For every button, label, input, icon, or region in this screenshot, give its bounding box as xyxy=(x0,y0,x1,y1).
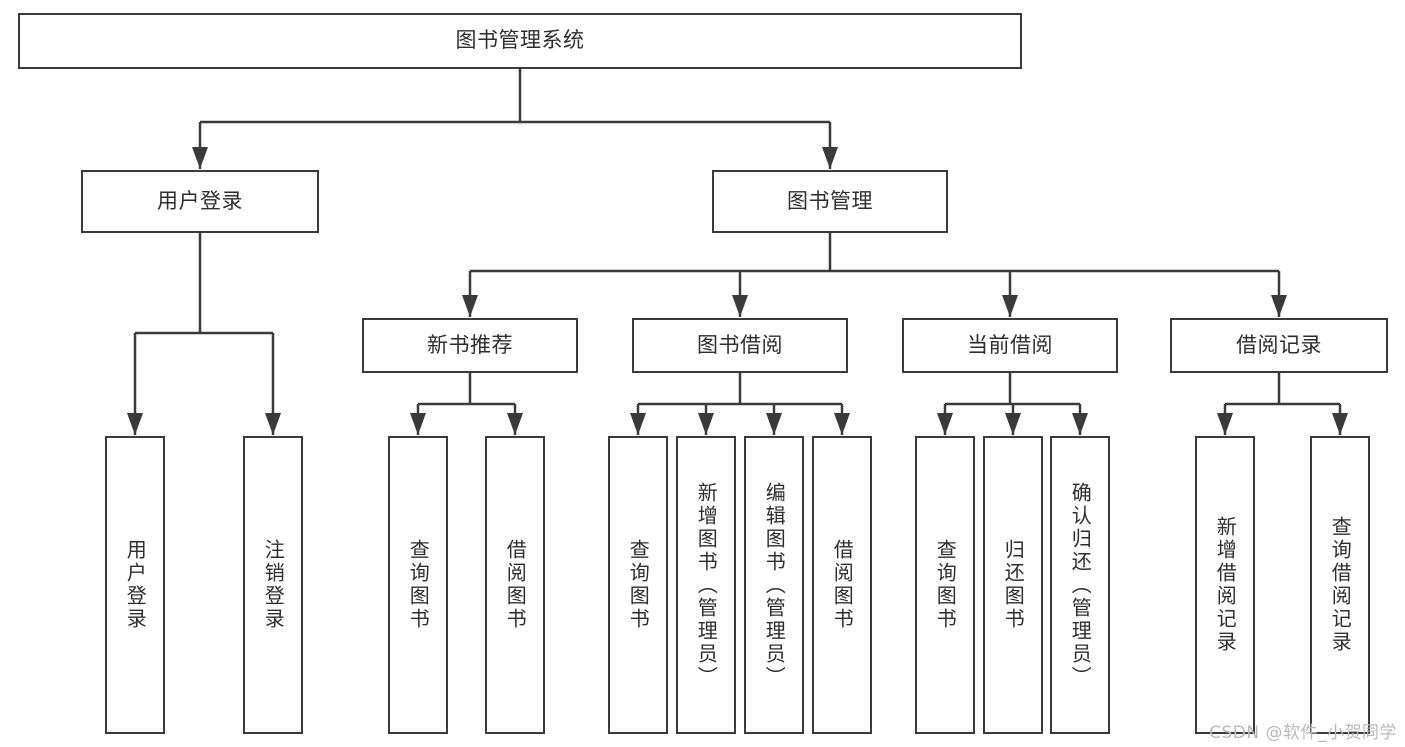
node-label: 用户登录 xyxy=(157,188,243,213)
node-level3-3[interactable]: 当前借阅 xyxy=(902,318,1118,373)
arrow-head-icon xyxy=(1002,295,1018,317)
arrow-head-icon xyxy=(1332,413,1348,435)
arrow-head-icon xyxy=(630,413,646,435)
arrow-head-icon xyxy=(766,413,782,435)
node-leaf-4[interactable]: 借阅图书 xyxy=(485,436,545,734)
node-label: 查询图书 xyxy=(626,539,651,631)
node-leaf-9[interactable]: 查询图书 xyxy=(915,436,975,734)
node-label: 编辑图书（管理员） xyxy=(762,481,787,689)
node-level3-1[interactable]: 新书推荐 xyxy=(362,318,578,373)
arrow-head-icon xyxy=(732,295,748,317)
node-level3-4[interactable]: 借阅记录 xyxy=(1170,318,1388,373)
node-leaf-2[interactable]: 注销登录 xyxy=(243,436,303,734)
node-label: 查询借阅记录 xyxy=(1328,516,1353,654)
node-level2-1[interactable]: 用户登录 xyxy=(81,170,319,233)
arrow-head-icon xyxy=(192,147,208,169)
node-leaf-12[interactable]: 新增借阅记录 xyxy=(1195,436,1255,734)
node-label: 归还图书 xyxy=(1001,539,1026,631)
node-label: 图书管理系统 xyxy=(455,28,585,53)
node-label: 新书推荐 xyxy=(427,332,513,357)
arrow-head-icon xyxy=(1271,295,1287,317)
watermark: CSDN @软件_小贺同学 xyxy=(1209,723,1397,743)
node-leaf-13[interactable]: 查询借阅记录 xyxy=(1310,436,1370,734)
node-label: 图书管理 xyxy=(787,188,873,213)
node-leaf-8[interactable]: 借阅图书 xyxy=(812,436,872,734)
node-label: 当前借阅 xyxy=(967,332,1053,357)
arrow-head-icon xyxy=(834,413,850,435)
node-leaf-7[interactable]: 编辑图书（管理员） xyxy=(744,436,804,734)
node-label: 借阅记录 xyxy=(1236,332,1322,357)
arrow-head-icon xyxy=(507,413,523,435)
arrow-head-icon xyxy=(1072,413,1088,435)
arrow-head-icon xyxy=(1005,413,1021,435)
node-label: 图书借阅 xyxy=(697,332,783,357)
node-label: 确认归还（管理员） xyxy=(1068,481,1093,689)
node-level3-2[interactable]: 图书借阅 xyxy=(632,318,848,373)
node-label: 用户登录 xyxy=(123,539,148,631)
node-label: 新增图书（管理员） xyxy=(694,481,719,689)
node-leaf-5[interactable]: 查询图书 xyxy=(608,436,668,734)
node-level2-2[interactable]: 图书管理 xyxy=(712,170,948,233)
arrow-head-icon xyxy=(265,413,281,435)
node-label: 注销登录 xyxy=(261,539,286,631)
node-root[interactable]: 图书管理系统 xyxy=(18,13,1022,69)
node-leaf-10[interactable]: 归还图书 xyxy=(983,436,1043,734)
node-label: 借阅图书 xyxy=(830,539,855,631)
arrow-head-icon xyxy=(1217,413,1233,435)
node-leaf-3[interactable]: 查询图书 xyxy=(388,436,448,734)
arrow-head-icon xyxy=(462,295,478,317)
node-label: 新增借阅记录 xyxy=(1213,516,1238,654)
node-label: 查询图书 xyxy=(406,539,431,631)
arrow-head-icon xyxy=(937,413,953,435)
arrow-head-icon xyxy=(127,413,143,435)
node-leaf-6[interactable]: 新增图书（管理员） xyxy=(676,436,736,734)
node-label: 查询图书 xyxy=(933,539,958,631)
node-label: 借阅图书 xyxy=(503,539,528,631)
arrow-head-icon xyxy=(822,147,838,169)
arrow-head-icon xyxy=(410,413,426,435)
arrow-head-icon xyxy=(698,413,714,435)
node-leaf-1[interactable]: 用户登录 xyxy=(105,436,165,734)
node-leaf-11[interactable]: 确认归还（管理员） xyxy=(1050,436,1110,734)
